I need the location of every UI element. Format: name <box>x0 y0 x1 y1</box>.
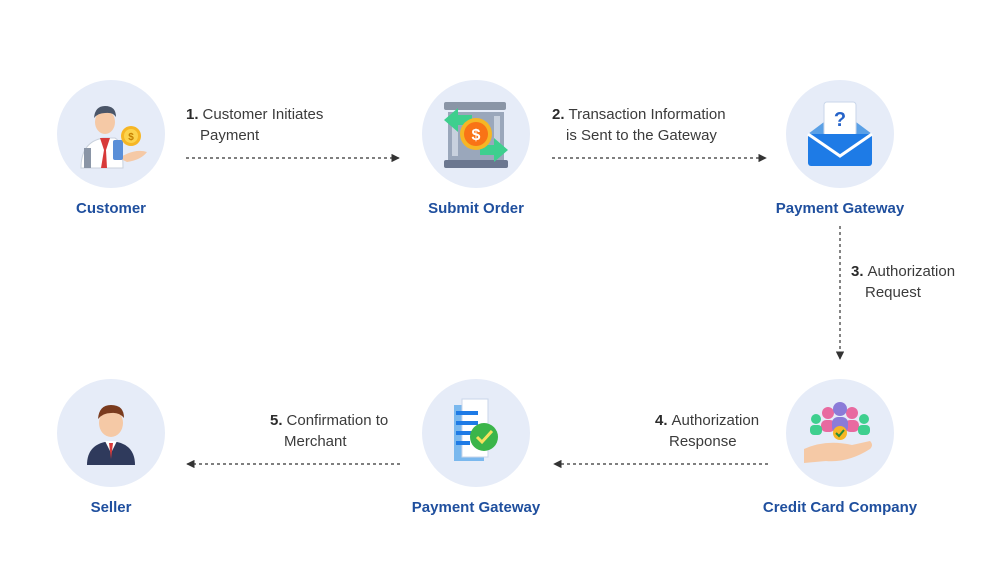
document-check-icon <box>454 398 498 461</box>
step-3-label: 3.Authorization Request <box>851 261 955 303</box>
node-payment-gateway-top-circle: ? <box>786 80 894 188</box>
node-customer-circle: $ <box>57 80 165 188</box>
bank-dollar-exchange-icon: $ <box>444 102 508 168</box>
step-2-line1: Transaction Information <box>568 106 726 123</box>
step-2-line2: is Sent to the Gateway <box>566 127 717 144</box>
step-5-line2: Merchant <box>284 433 347 450</box>
step-5-label: 5.Confirmation to Merchant <box>270 410 388 452</box>
node-payment-gateway-bottom-label: Payment Gateway <box>411 499 541 516</box>
step-4-number: 4. <box>655 412 668 429</box>
node-seller-label: Seller <box>90 499 132 516</box>
node-payment-gateway-top: ? Payment Gateway <box>740 80 940 217</box>
step-4-label: 4.Authorization Response <box>655 410 759 452</box>
svg-text:$: $ <box>128 132 134 143</box>
svg-text:?: ? <box>834 109 846 131</box>
hand-people-icon <box>804 402 872 463</box>
businessman-coin-icon: $ <box>80 106 147 169</box>
step-1-number: 1. <box>186 106 199 123</box>
node-customer: $ Customer <box>11 80 211 217</box>
svg-text:$: $ <box>472 127 481 144</box>
node-submit-order-circle: $ <box>422 80 530 188</box>
step-5-line1: Confirmation to <box>286 412 389 429</box>
node-credit-card-company-label: Credit Card Company <box>762 499 918 516</box>
node-payment-gateway-bottom-circle <box>422 379 530 487</box>
step-3-line2: Request <box>865 284 921 301</box>
node-payment-gateway-bottom: Payment Gateway <box>376 379 576 516</box>
step-5-number: 5. <box>270 412 283 429</box>
node-submit-order: $ Submit Order <box>376 80 576 217</box>
step-2-label: 2.Transaction Information is Sent to the… <box>552 104 726 146</box>
node-submit-order-label: Submit Order <box>428 200 524 217</box>
step-2-number: 2. <box>552 106 565 123</box>
node-payment-gateway-top-label: Payment Gateway <box>775 200 905 217</box>
step-1-label: 1.Customer Initiates Payment <box>186 104 323 146</box>
node-credit-card-company-circle <box>786 379 894 487</box>
step-3-number: 3. <box>851 263 864 280</box>
step-1-line1: Customer Initiates <box>202 106 324 123</box>
step-3-line1: Authorization <box>867 263 956 280</box>
node-seller-circle <box>57 379 165 487</box>
envelope-question-icon: ? <box>807 101 873 166</box>
node-seller: Seller <box>11 379 211 516</box>
node-credit-card-company: Credit Card Company <box>740 379 940 516</box>
node-customer-label: Customer <box>75 200 146 217</box>
step-1-line2: Payment <box>200 127 260 144</box>
businessman-icon <box>87 405 135 465</box>
step-4-line1: Authorization <box>671 412 760 429</box>
step-4-line2: Response <box>669 433 737 450</box>
